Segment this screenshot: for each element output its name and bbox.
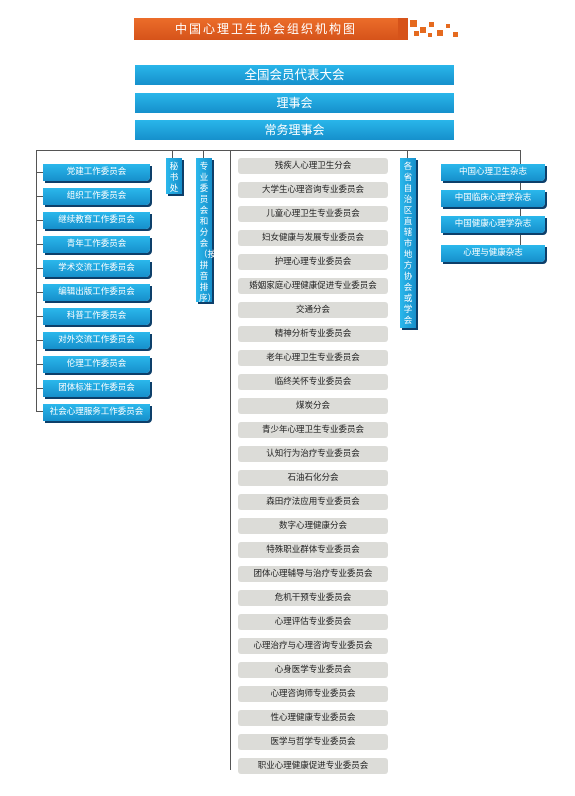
branch-22: 心理咨询师专业委员会 [238, 686, 388, 702]
branch-1: 大学生心理咨询专业委员会 [238, 182, 388, 198]
branch-0: 残疾人心理卫生分会 [238, 158, 388, 174]
committee-9: 团体标准工作委员会 [43, 380, 150, 397]
branch-21: 心身医学专业委员会 [238, 662, 388, 678]
connector-branch-vertical [230, 150, 231, 770]
branch-17: 团体心理辅导与治疗专业委员会 [238, 566, 388, 582]
branch-13: 石油石化分会 [238, 470, 388, 486]
tier-congress: 全国会员代表大会 [135, 65, 454, 85]
branch-9: 临终关怀专业委员会 [238, 374, 388, 390]
tick [36, 364, 43, 365]
tick [36, 220, 43, 221]
committee-3: 青年工作委员会 [43, 236, 150, 253]
committee-8: 伦理工作委员会 [43, 356, 150, 373]
local-associations-label: 各省自治区直辖市地方协会或学会 [403, 162, 413, 326]
branch-2: 儿童心理卫生专业委员会 [238, 206, 388, 222]
tick [36, 292, 43, 293]
secretariat-label: 秘书处 [169, 162, 179, 194]
branch-11: 青少年心理卫生专业委员会 [238, 422, 388, 438]
committee-0: 党建工作委员会 [43, 164, 150, 181]
connector-secretariat [172, 150, 173, 158]
tier-council: 理事会 [135, 93, 454, 113]
branch-7: 精神分析专业委员会 [238, 326, 388, 342]
branch-25: 职业心理健康促进专业委员会 [238, 758, 388, 774]
branch-20: 心理治疗与心理咨询专业委员会 [238, 638, 388, 654]
branch-12: 认知行为治疗专业委员会 [238, 446, 388, 462]
journal-1: 中国临床心理学杂志 [441, 190, 545, 207]
local-associations-box: 各省自治区直辖市地方协会或学会 [400, 158, 416, 328]
tick [36, 268, 43, 269]
branch-14: 森田疗法应用专业委员会 [238, 494, 388, 510]
tick [36, 340, 43, 341]
tick [36, 244, 43, 245]
tier-standing-council: 常务理事会 [135, 120, 454, 140]
committee-10: 社会心理服务工作委员会 [43, 404, 150, 421]
branches-header-label: 专业委员会和分会（按拼音排序） [199, 162, 217, 304]
branch-8: 老年心理卫生专业委员会 [238, 350, 388, 366]
tick [36, 172, 43, 173]
journal-0: 中国心理卫生杂志 [441, 164, 545, 181]
branch-15: 数字心理健康分会 [238, 518, 388, 534]
connector-horizontal [36, 150, 521, 151]
branch-5: 婚姻家庭心理健康促进专业委员会 [238, 278, 388, 294]
tick [36, 411, 43, 412]
committee-4: 学术交流工作委员会 [43, 260, 150, 277]
journal-2: 中国健康心理学杂志 [441, 216, 545, 233]
branch-3: 妇女健康与发展专业委员会 [238, 230, 388, 246]
committee-7: 对外交流工作委员会 [43, 332, 150, 349]
connector-branches-header [203, 150, 204, 158]
branch-23: 性心理健康专业委员会 [238, 710, 388, 726]
connector-local [407, 150, 408, 158]
tick [36, 196, 43, 197]
journal-3: 心理与健康杂志 [441, 245, 545, 262]
branches-header-box: 专业委员会和分会（按拼音排序） [196, 158, 217, 304]
branch-16: 特殊职业群体专业委员会 [238, 542, 388, 558]
tick [36, 316, 43, 317]
committee-5: 编辑出版工作委员会 [43, 284, 150, 301]
chart-title: 中国心理卫生协会组织机构图 [134, 18, 398, 40]
branch-18: 危机干预专业委员会 [238, 590, 388, 606]
branch-10: 煤炭分会 [238, 398, 388, 414]
committee-6: 科普工作委员会 [43, 308, 150, 325]
tick [36, 388, 43, 389]
secretariat-box: 秘书处 [166, 158, 182, 194]
branch-24: 医学与哲学专业委员会 [238, 734, 388, 750]
committee-2: 继续教育工作委员会 [43, 212, 150, 229]
decorative-squares [398, 18, 468, 40]
connector-left-vertical [36, 150, 37, 412]
branch-19: 心理评估专业委员会 [238, 614, 388, 630]
branch-6: 交通分会 [238, 302, 388, 318]
branch-4: 护理心理专业委员会 [238, 254, 388, 270]
committee-1: 组织工作委员会 [43, 188, 150, 205]
